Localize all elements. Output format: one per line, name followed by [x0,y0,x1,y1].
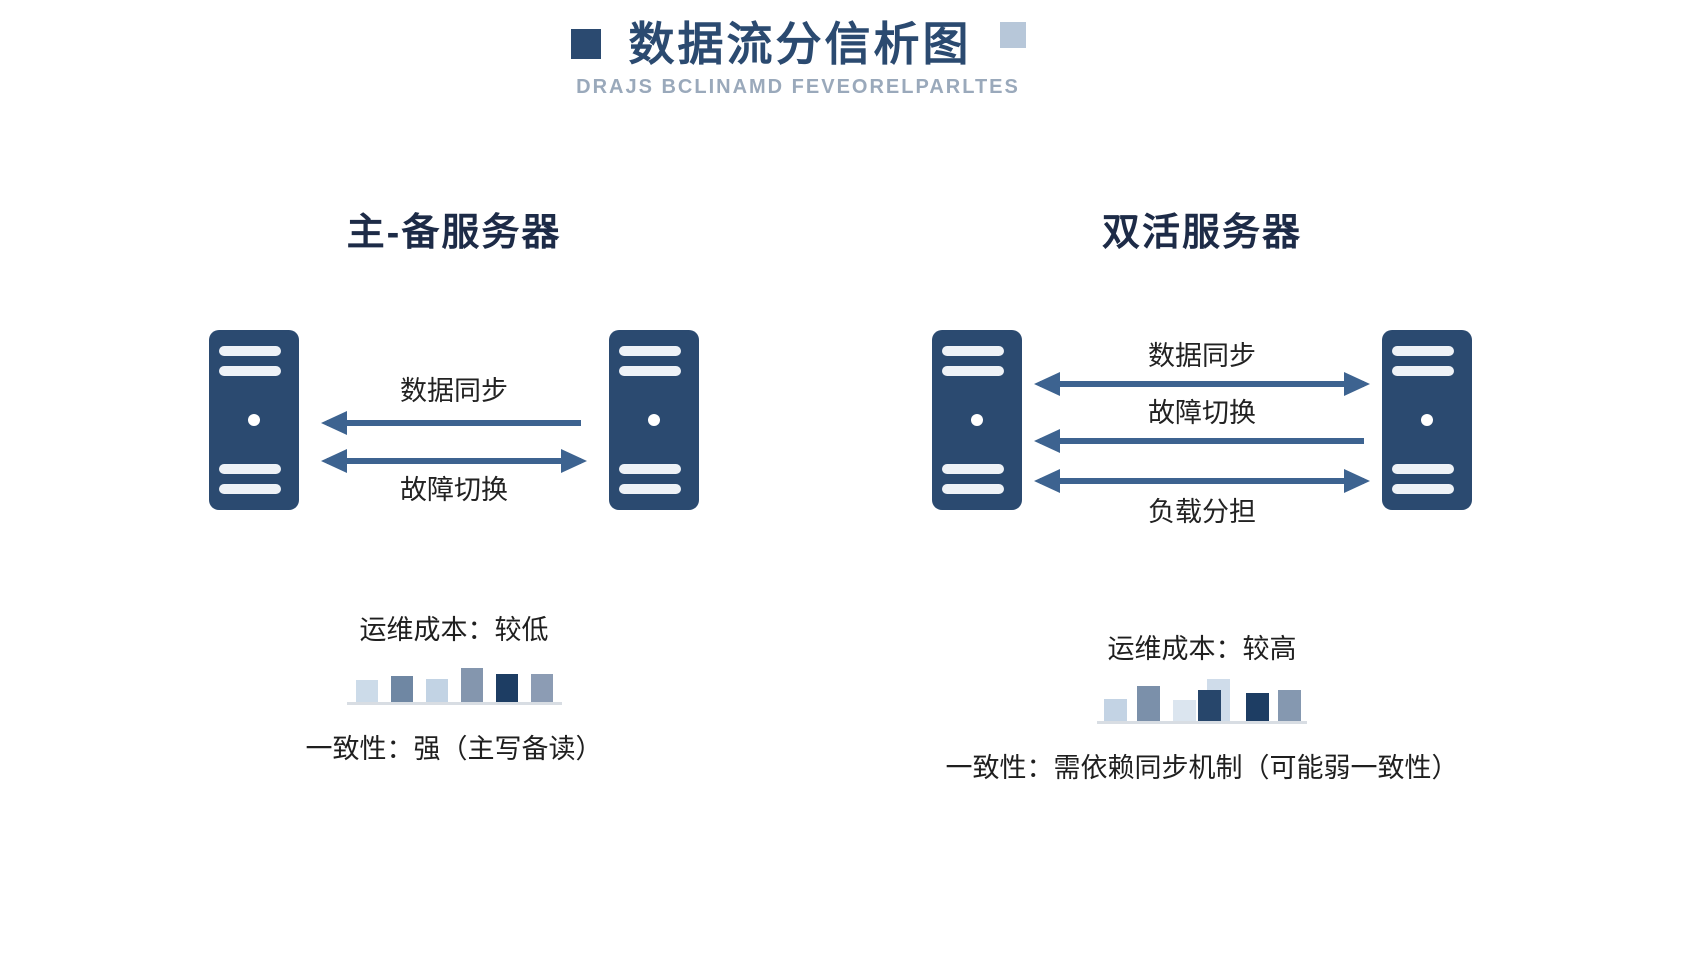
title-bullet-square [570,29,601,60]
failover-label: 故障切换 [1148,397,1256,428]
consistency-stat: 一致性：需依赖同步机制（可能弱一致性） [945,752,1459,783]
server-slot [1392,483,1454,494]
load-sharing-label: 负载分担 [1148,496,1256,527]
cost-stat: 运维成本：较高 [1107,633,1297,664]
server-slot [219,483,281,494]
primary-backup-section: 主-备服务器 数据同步 故障切换 [0,211,848,786]
load-sharing-arrow [1040,477,1364,484]
primary-backup-links: 数据同步 故障切换 [299,330,609,510]
consistency-stat: 一致性：强（主写备读） [305,733,603,764]
cost-bar [355,679,378,702]
data-sync-arrow [1040,380,1364,387]
cost-bar [1172,699,1196,721]
server-slot [219,345,281,356]
failover-arrow [327,457,581,464]
server-led-dot [971,413,983,426]
primary-backup-title: 主-备服务器 [346,211,562,254]
header: 数据流分信析图 DRAJS BCLINAMD FEVEORELPARLTES [0,0,1646,99]
cost-bar [1245,692,1269,721]
cost-bar [1136,685,1160,721]
backup-server-icon [609,329,699,510]
cost-bar [390,675,413,702]
server-slot [1392,345,1454,356]
cost-bar [460,667,483,702]
server-slot [942,345,1004,356]
failover-arrow [1040,437,1364,444]
primary-backup-diagram: 数据同步 故障切换 [60,329,848,510]
active-active-title: 双活服务器 [1101,211,1302,254]
active-server-left-icon [932,329,1022,510]
data-sync-arrow [327,419,581,426]
cost-bar [1197,689,1221,721]
cost-bar-chart [848,678,1556,721]
data-sync-label: 数据同步 [1148,340,1256,371]
page-subtitle: DRAJS BCLINAMD FEVEORELPARLTES [576,75,1020,98]
chart-baseline [1097,720,1307,724]
title-accent-square [999,22,1026,48]
server-slot [619,345,681,356]
cost-bar [425,678,448,702]
server-led-dot [248,413,260,426]
server-slot [1392,365,1454,376]
server-led-dot [648,413,660,426]
active-active-links: 数据同步 故障切换 负载分担 [1022,330,1382,529]
cost-bar [1103,698,1127,721]
page-title: 数据流分信析图 [628,18,972,70]
primary-server-icon [209,329,299,510]
server-slot [942,463,1004,474]
title-row: 数据流分信析图 [0,18,1646,71]
comparison-columns: 主-备服务器 数据同步 故障切换 [0,211,1696,786]
server-slot [219,463,281,474]
server-slot [942,483,1004,494]
server-slot [619,463,681,474]
cost-stat: 运维成本：较低 [359,614,549,645]
cost-bar [530,673,553,702]
cost-bar-chart [60,660,848,702]
server-slot [942,365,1004,376]
server-led-dot [1421,413,1433,426]
server-slot [1392,463,1454,474]
cost-minichart [848,678,1556,724]
active-active-diagram: 数据同步 故障切换 负载分担 [848,329,1556,529]
active-server-right-icon [1382,329,1472,510]
server-slot [219,365,281,376]
server-slot [619,483,681,494]
cost-minichart [60,660,848,705]
failover-label: 故障切换 [400,474,508,505]
chart-baseline [346,701,562,705]
server-slot [619,365,681,376]
cost-bar [495,673,518,702]
data-sync-label: 数据同步 [400,375,508,406]
cost-bar [1277,689,1301,721]
active-active-section: 双活服务器 数据同步 故障切换 负载分担 [848,211,1696,786]
